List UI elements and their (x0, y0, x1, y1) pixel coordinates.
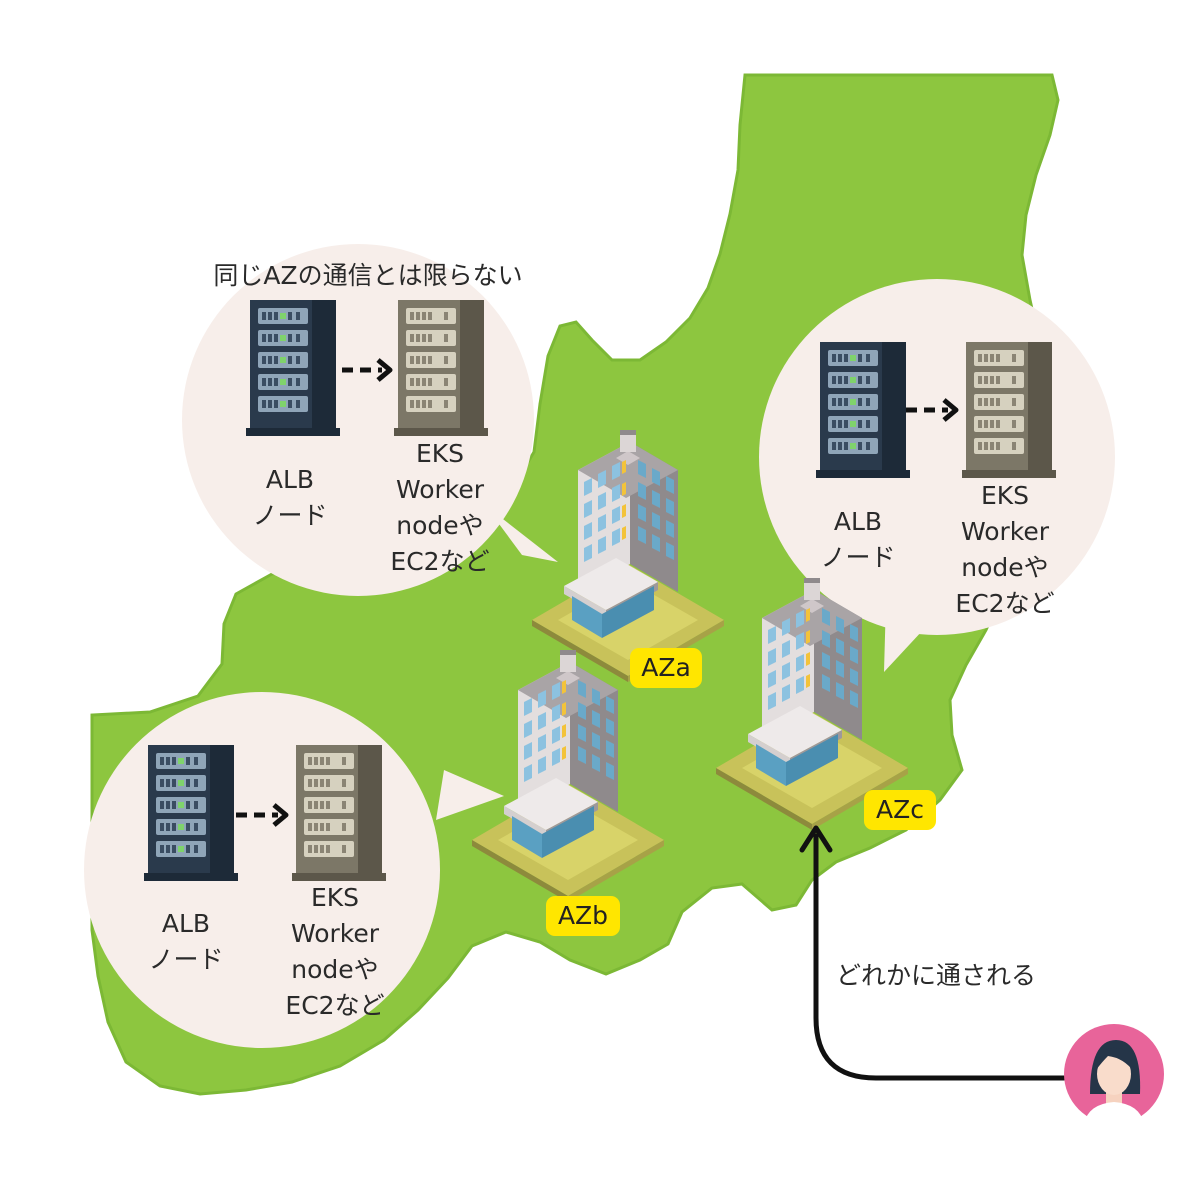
az-tag-b: AZb (546, 896, 620, 936)
bubble-right (759, 279, 1115, 672)
eks-label-line2: Worker (960, 517, 1050, 546)
bubble-top-left (182, 244, 558, 596)
alb-label-line2: ノード (148, 945, 224, 974)
user-avatar-icon (1064, 1024, 1164, 1124)
alb-label: ALB ノード (126, 906, 246, 978)
alb-label: ALB ノード (798, 504, 918, 576)
eks-label-line4: EC2など (390, 547, 490, 576)
eks-label: EKS Worker nodeや EC2など (375, 436, 505, 580)
alb-label-line1: ALB (265, 465, 315, 494)
eks-label-line1: EKS (415, 439, 465, 468)
eks-label: EKS Worker nodeや EC2など (940, 478, 1070, 622)
eks-label: EKS Worker nodeや EC2など (270, 880, 400, 1024)
arrow-up-icon (799, 825, 1067, 1081)
alb-label-line2: ノード (820, 543, 896, 572)
eks-server-icon (292, 745, 386, 881)
az-tag-c: AZc (864, 790, 936, 830)
eks-label-line1: EKS (310, 883, 360, 912)
eks-label-line4: EC2など (955, 589, 1055, 618)
dashed-arrow-icon (236, 803, 289, 827)
eks-label-line3: nodeや (396, 511, 484, 540)
alb-server-icon (144, 745, 238, 881)
alb-server-icon (816, 342, 910, 478)
az-tag-a: AZa (630, 648, 702, 688)
alb-label-line1: ALB (161, 909, 211, 938)
eks-server-icon (394, 300, 488, 436)
caption-top: 同じAZの通信とは限らない (213, 261, 523, 290)
routing-caption: どれかに通される (836, 961, 1037, 990)
alb-label: ALB ノード (230, 462, 350, 534)
eks-label-line2: Worker (395, 475, 485, 504)
eks-label-line3: nodeや (961, 553, 1049, 582)
eks-label-line4: EC2など (285, 991, 385, 1020)
eks-server-icon (962, 342, 1056, 478)
alb-server-icon (246, 300, 340, 436)
alb-label-line1: ALB (833, 507, 883, 536)
eks-label-line2: Worker (290, 919, 380, 948)
dashed-arrow-icon (906, 398, 959, 422)
eks-label-line3: nodeや (291, 955, 379, 984)
dashed-arrow-icon (342, 358, 393, 382)
bubble-bottom-left (84, 692, 504, 1048)
alb-label-line2: ノード (252, 501, 328, 530)
eks-label-line1: EKS (980, 481, 1030, 510)
